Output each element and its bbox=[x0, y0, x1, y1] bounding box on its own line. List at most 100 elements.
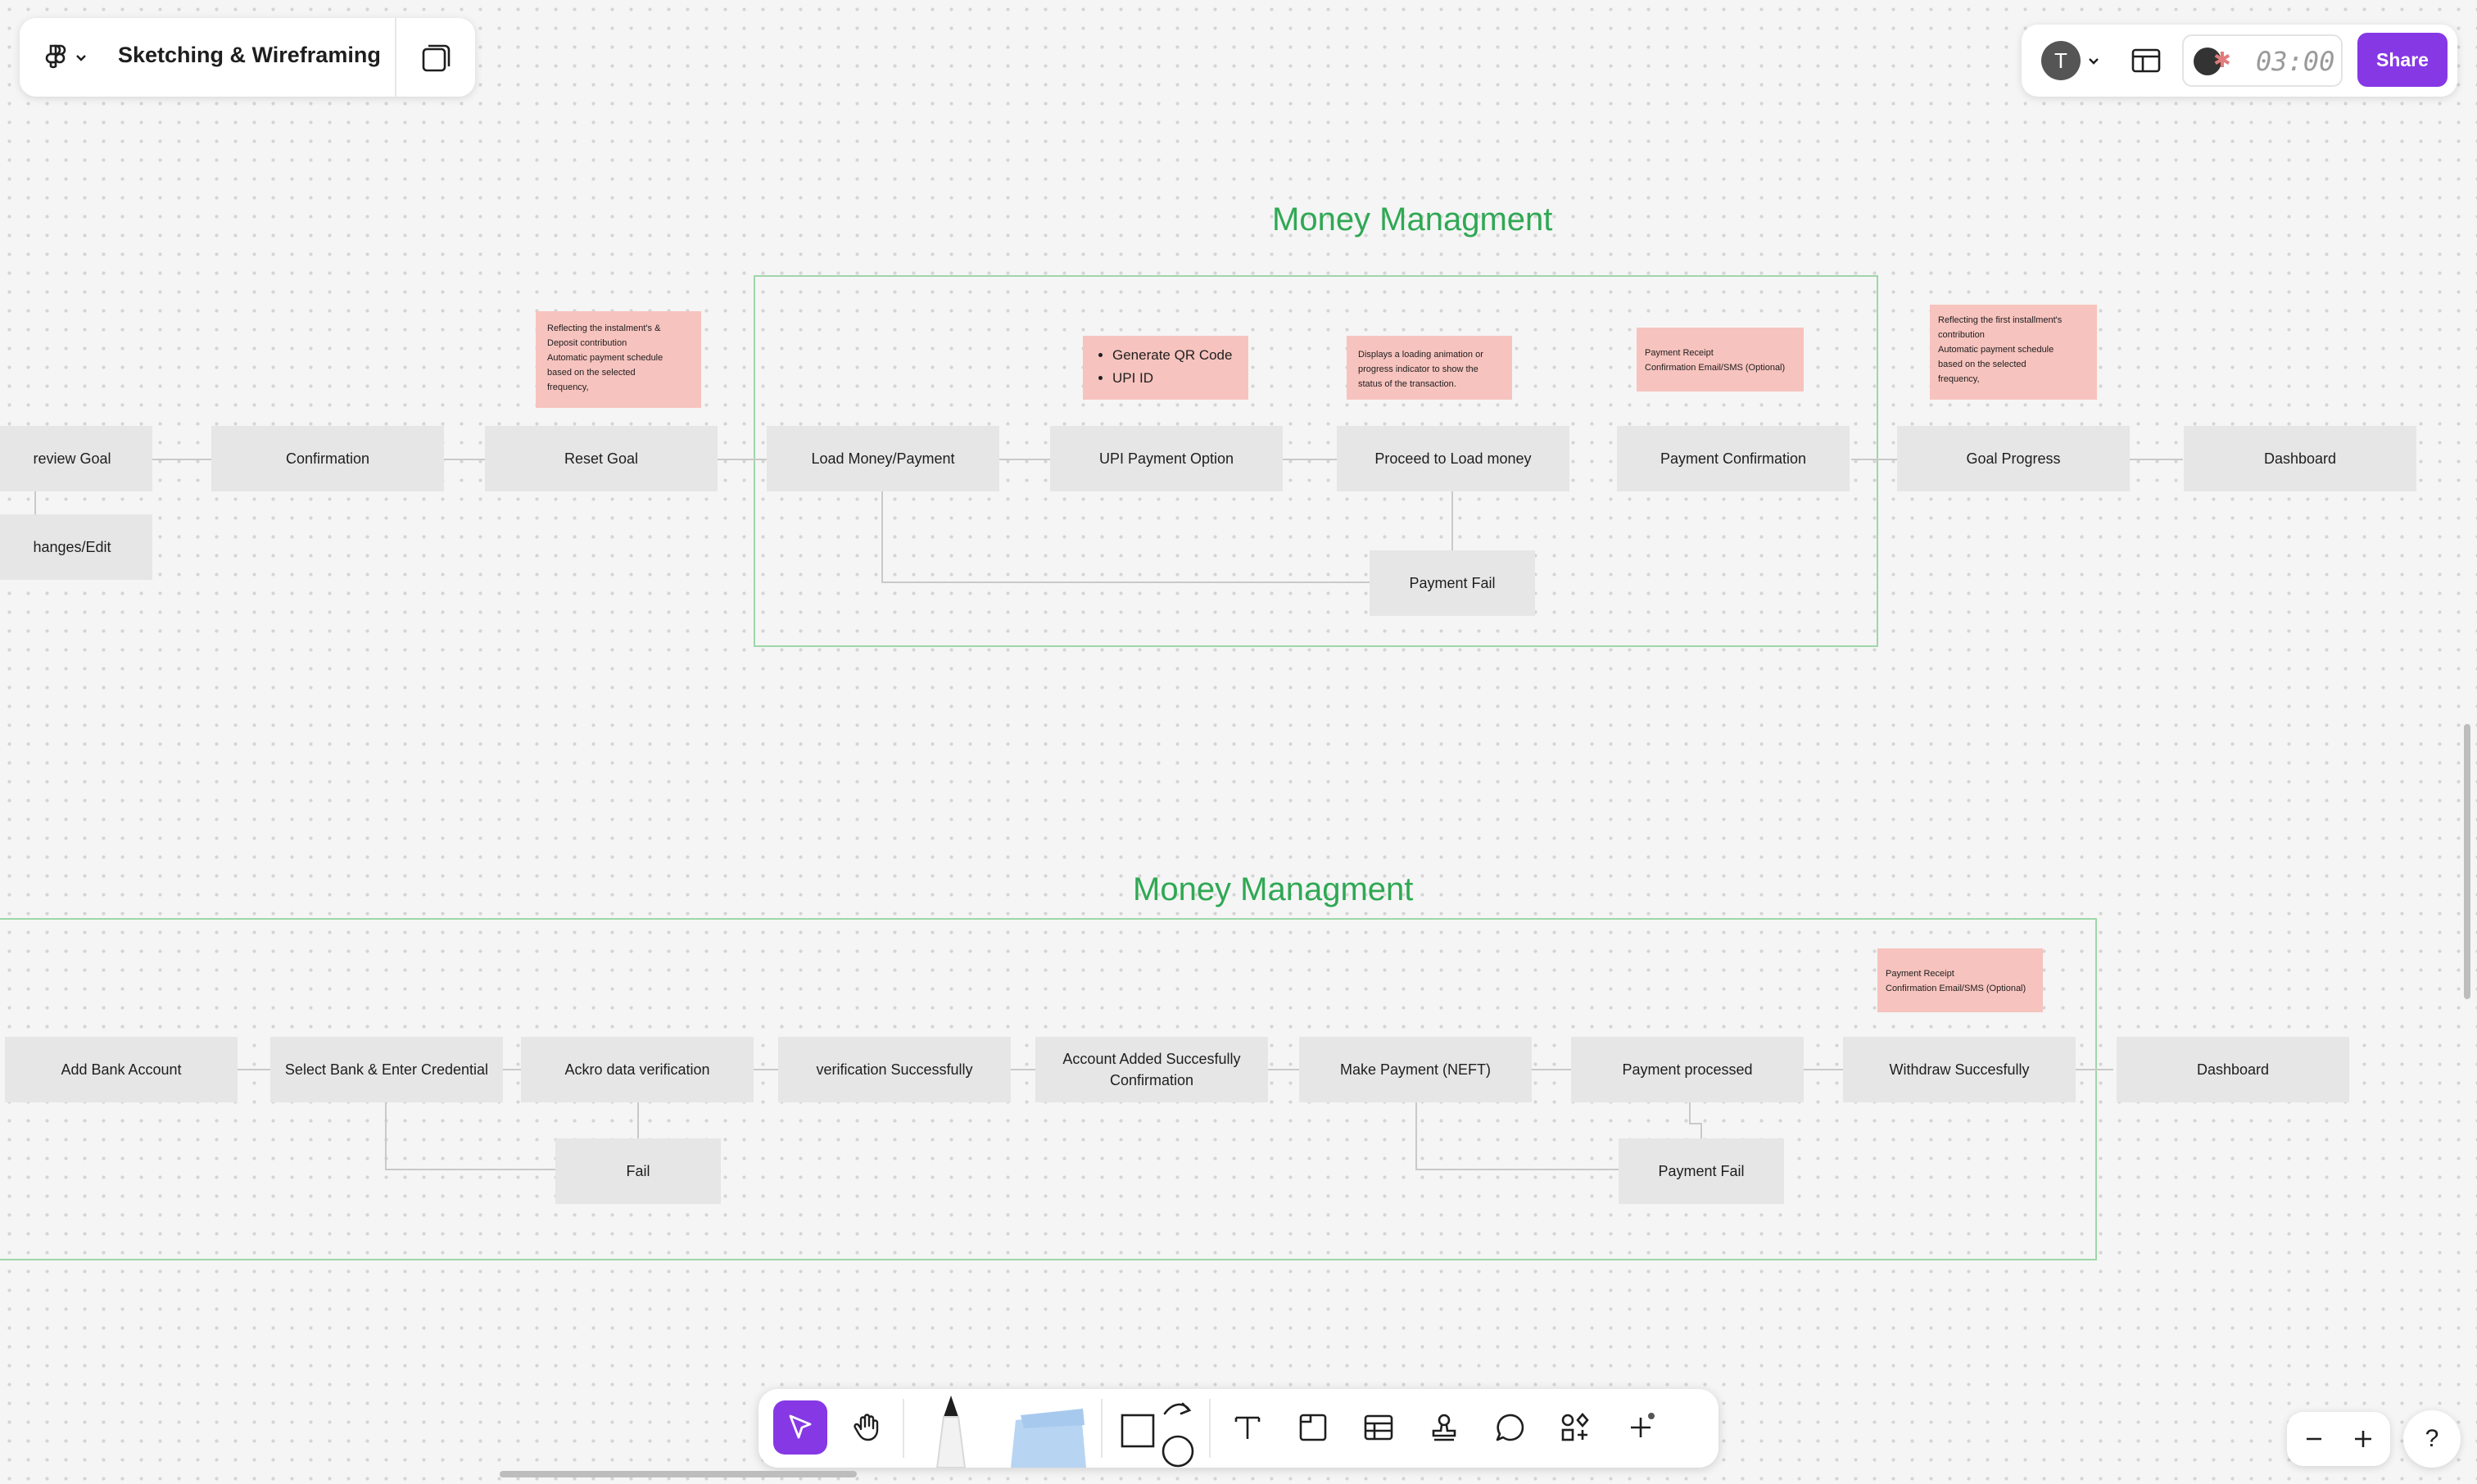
node-payment-fail-bottom[interactable]: Payment Fail bbox=[1619, 1138, 1784, 1204]
zoom-controls bbox=[2287, 1412, 2390, 1466]
connector-ackro-fail bbox=[637, 1102, 639, 1139]
hand-tool[interactable] bbox=[840, 1400, 894, 1455]
connector-processed-fail-b bbox=[1689, 1123, 1700, 1124]
note-reset-goal[interactable]: Reflecting the instalment's & Deposit co… bbox=[536, 311, 701, 408]
stamp-tool[interactable] bbox=[1417, 1400, 1471, 1455]
shape-tool[interactable] bbox=[1114, 1389, 1204, 1468]
connector-load-fail-v bbox=[881, 491, 883, 583]
node-changes-edit[interactable]: hanges/Edit bbox=[0, 514, 152, 580]
note-line: based on the selected bbox=[547, 368, 636, 378]
table-tool[interactable] bbox=[1352, 1400, 1406, 1455]
connector-proceed-fail bbox=[1451, 491, 1453, 550]
connector-select-fail-v bbox=[385, 1102, 387, 1170]
node-payment-confirmation[interactable]: Payment Confirmation bbox=[1617, 426, 1850, 491]
note-upi[interactable]: Generate QR Code UPI ID bbox=[1083, 336, 1248, 400]
note-upi-item: Generate QR Code bbox=[1112, 344, 1237, 367]
timer-avatar bbox=[2194, 48, 2221, 75]
node-dashboard-top[interactable]: Dashboard bbox=[2184, 426, 2416, 491]
node-ackro-verify[interactable]: Ackro data verification bbox=[521, 1037, 754, 1102]
shape-icon bbox=[1121, 1402, 1194, 1468]
node-preview-goal[interactable]: review Goal bbox=[0, 426, 152, 491]
node-load-money[interactable]: Load Money/Payment bbox=[767, 426, 999, 491]
section-frame-top[interactable] bbox=[754, 275, 1878, 647]
node-verify-success[interactable]: verification Successfully bbox=[778, 1037, 1011, 1102]
note-upi-list: Generate QR Code UPI ID bbox=[1094, 344, 1237, 390]
note-line: progress indicator to show the bbox=[1358, 364, 1479, 374]
note-upi-item: UPI ID bbox=[1112, 367, 1237, 390]
figma-logo-icon bbox=[45, 44, 86, 69]
node-account-added[interactable]: Account Added Succesfully Confirmation bbox=[1035, 1037, 1268, 1102]
node-payment-processed[interactable]: Payment processed bbox=[1571, 1037, 1804, 1102]
bottom-toolbar bbox=[758, 1389, 1719, 1468]
note-line: based on the selected bbox=[1938, 360, 2026, 369]
vertical-scrollbar[interactable] bbox=[2464, 724, 2470, 999]
zoom-in-button[interactable] bbox=[2343, 1418, 2384, 1459]
widgets-tool[interactable] bbox=[1548, 1400, 1602, 1455]
avatar-menu-chevron[interactable] bbox=[2085, 52, 2102, 69]
panel-divider bbox=[395, 18, 396, 97]
note-line: Reflecting the first installment's bbox=[1938, 315, 2063, 325]
note-receipt-top[interactable]: Payment Receipt Confirmation Email/SMS (… bbox=[1637, 328, 1804, 391]
node-dashboard-bottom[interactable]: Dashboard bbox=[2117, 1037, 2349, 1102]
comment-icon bbox=[1496, 1414, 1524, 1441]
node-upi-option[interactable]: UPI Payment Option bbox=[1050, 426, 1283, 491]
note-loading[interactable]: Displays a loading animation or progress… bbox=[1347, 336, 1512, 400]
note-line: Payment Receipt bbox=[1886, 969, 1954, 979]
note-goal-progress[interactable]: Reflecting the first installment's contr… bbox=[1930, 305, 2097, 400]
share-button[interactable]: Share bbox=[2357, 33, 2448, 87]
table-icon bbox=[1364, 1414, 1393, 1441]
minus-icon bbox=[2307, 1437, 2321, 1441]
stamp-icon bbox=[1432, 1414, 1456, 1441]
file-panel: Sketching & Wireframing bbox=[20, 18, 475, 97]
connector-neft-fail-h bbox=[1415, 1169, 1619, 1170]
note-line: contribution bbox=[1938, 330, 1985, 340]
note-line: Deposit contribution bbox=[547, 338, 627, 348]
connector-neft-fail-v bbox=[1415, 1102, 1417, 1170]
comment-tool[interactable] bbox=[1483, 1400, 1537, 1455]
move-tool[interactable] bbox=[773, 1400, 827, 1455]
node-withdraw-success[interactable]: Withdraw Succesfully bbox=[1843, 1037, 2076, 1102]
chevron-down-icon bbox=[2089, 58, 2099, 65]
pages-button[interactable] bbox=[419, 41, 454, 75]
node-add-bank[interactable]: Add Bank Account bbox=[5, 1037, 238, 1102]
cursor-arrow-icon bbox=[789, 1414, 812, 1439]
node-make-payment[interactable]: Make Payment (NEFT) bbox=[1299, 1037, 1532, 1102]
note-line: frequency, bbox=[1938, 374, 1980, 384]
text-tool[interactable] bbox=[1220, 1400, 1275, 1455]
widgets-icon bbox=[1561, 1413, 1589, 1441]
horizontal-scrollbar[interactable] bbox=[500, 1471, 857, 1477]
note-receipt-bottom[interactable]: Payment Receipt Confirmation Email/SMS (… bbox=[1877, 948, 2043, 1012]
file-title[interactable]: Sketching & Wireframing bbox=[118, 43, 381, 67]
plus-icon bbox=[2355, 1431, 2371, 1447]
section-frame-bottom[interactable] bbox=[0, 918, 2097, 1260]
section-title-bottom[interactable]: Money Managment bbox=[1133, 871, 1414, 907]
connector-load-fail-h bbox=[881, 581, 1370, 583]
question-icon: ? bbox=[2425, 1425, 2439, 1452]
node-fail[interactable]: Fail bbox=[555, 1138, 721, 1204]
help-button[interactable]: ? bbox=[2403, 1410, 2461, 1468]
node-select-bank[interactable]: Select Bank & Enter Credential bbox=[270, 1037, 503, 1102]
section-title-top[interactable]: Money Managment bbox=[1272, 201, 1553, 238]
section-tool[interactable] bbox=[1286, 1400, 1340, 1455]
pages-icon bbox=[422, 44, 451, 72]
sticky-tool[interactable] bbox=[1004, 1402, 1094, 1468]
note-line: Reflecting the instalment's & bbox=[547, 323, 661, 333]
timer-box[interactable]: ✱ 03:00 bbox=[2182, 34, 2343, 87]
toolbar-divider bbox=[1209, 1399, 1211, 1458]
more-tools[interactable] bbox=[1614, 1400, 1668, 1455]
node-reset-goal[interactable]: Reset Goal bbox=[485, 426, 718, 491]
node-proceed-load[interactable]: Proceed to Load money bbox=[1337, 426, 1569, 491]
node-goal-progress[interactable]: Goal Progress bbox=[1897, 426, 2130, 491]
node-payment-fail-top[interactable]: Payment Fail bbox=[1370, 550, 1535, 616]
zoom-out-button[interactable] bbox=[2294, 1418, 2334, 1459]
avatar[interactable]: T bbox=[2041, 41, 2081, 80]
main-menu-button[interactable] bbox=[44, 43, 97, 72]
layout-icon bbox=[2131, 48, 2161, 73]
connector-processed-fail-a bbox=[1689, 1102, 1691, 1124]
sparkle-icon: ✱ bbox=[2213, 48, 2231, 72]
node-confirmation[interactable]: Confirmation bbox=[211, 426, 444, 491]
layout-button[interactable] bbox=[2130, 44, 2162, 77]
timer-text: 03:00 bbox=[2256, 46, 2335, 77]
marker-tool[interactable] bbox=[929, 1389, 973, 1468]
